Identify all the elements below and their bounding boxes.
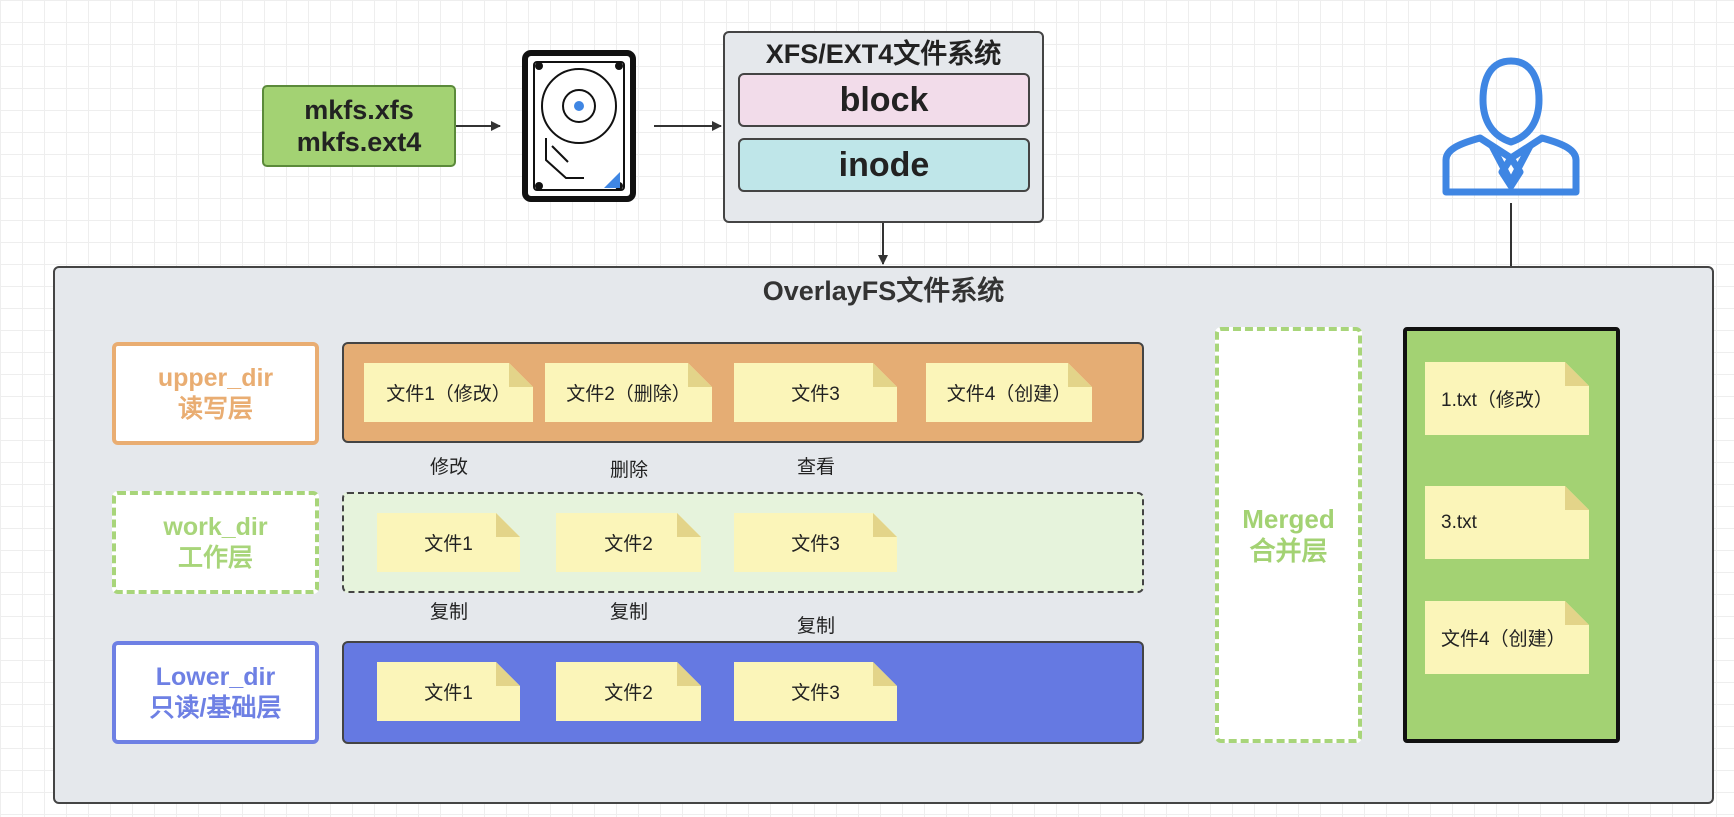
lower-file-note: 文件1 [377,662,520,721]
inode-box: inode [738,138,1030,192]
upper-file-note: 文件3 [734,363,897,422]
overlayfs-title: OverlayFS文件系统 [762,275,1005,306]
mkfs-command-box: mkfs.xfs mkfs.ext4 [262,85,456,167]
lower-file-label: 文件3 [791,683,840,704]
result-file-label: 1.txt（修改） [1441,390,1553,411]
result-file-note: 3.txt [1425,486,1589,559]
upper-file-label: 文件2（删除） [566,384,691,405]
work-file-label: 文件2 [604,534,653,555]
work-file-note: 文件3 [734,513,897,572]
hard-disk-icon [522,50,636,202]
work-file-note: 文件2 [556,513,701,572]
op-label-copy: 复制 [428,601,471,625]
mkfs-ext4-label: mkfs.ext4 [296,127,422,157]
upper-dir-label: upper_dir 读写层 [112,342,319,445]
work-file-label: 文件1 [424,534,473,555]
work-file-note: 文件1 [377,513,520,572]
op-label-modify: 修改 [428,456,471,480]
merged-result-box: 1.txt（修改） 3.txt 文件4（创建） [1403,327,1620,743]
upper-dir-desc: 读写层 [177,394,253,423]
lower-file-label: 文件1 [424,683,473,704]
lower-file-label: 文件2 [604,683,653,704]
upper-file-note: 文件4（创建） [926,363,1092,422]
op-label-delete: 删除 [608,459,651,483]
work-dir-label: work_dir 工作层 [112,491,319,594]
user-icon [1442,57,1580,196]
result-file-note: 1.txt（修改） [1425,362,1589,435]
merged-layer-box: Merged 合并层 [1215,327,1362,743]
fs-title: XFS/EXT4文件系统 [765,38,1002,69]
upper-file-note: 文件1（修改） [364,363,533,422]
xfs-ext4-filesystem-box: XFS/EXT4文件系统 block inode [723,31,1044,223]
op-label-copy: 复制 [608,601,651,625]
lower-file-note: 文件3 [734,662,897,721]
result-file-label: 文件4（创建） [1441,629,1566,650]
lower-dir-name: Lower_dir [155,662,276,691]
result-file-label: 3.txt [1441,511,1477,533]
merged-name: Merged [1242,504,1335,534]
lower-dir-label: Lower_dir 只读/基础层 [112,641,319,744]
lower-file-note: 文件2 [556,662,701,721]
upper-file-label: 文件4（创建） [946,384,1072,405]
lower-dir-desc: 只读/基础层 [149,693,282,722]
work-dir-name: work_dir [163,512,268,541]
result-file-note: 文件4（创建） [1425,601,1589,674]
upper-file-note: 文件2（删除） [545,363,712,422]
work-file-label: 文件3 [791,534,840,555]
op-label-view: 查看 [795,456,838,480]
upper-file-label: 文件1（修改） [386,384,511,405]
upper-dir-name: upper_dir [157,363,274,392]
mkfs-xfs-label: mkfs.xfs [304,95,414,125]
block-box: block [738,73,1030,127]
work-dir-desc: 工作层 [177,543,253,572]
upper-file-label: 文件3 [791,384,840,405]
op-label-copy: 复制 [795,615,838,639]
merged-desc: 合并层 [1249,536,1328,566]
